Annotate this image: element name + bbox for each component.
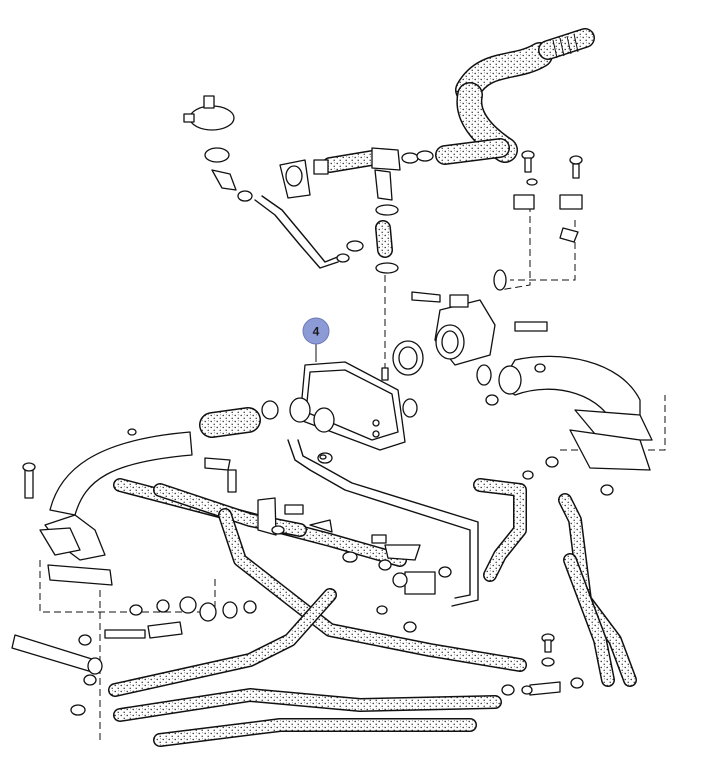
- switch-and-bolts: [513, 150, 583, 243]
- thin-hoses: [254, 195, 479, 607]
- fuel-rail: [11, 621, 183, 716]
- lower-hose-c: [218, 508, 527, 672]
- lower-hose-d: [108, 588, 337, 697]
- callout-marker: [302, 317, 330, 345]
- throttle-body: [392, 269, 548, 386]
- right-clamps: [376, 394, 614, 696]
- rings-and-washers: [129, 596, 257, 622]
- lower-hose-b: [153, 483, 307, 537]
- left-manifold: [22, 428, 193, 586]
- vacuum-unit: [183, 95, 253, 202]
- control-unit-housing: [261, 361, 418, 464]
- callout-4[interactable]: 4: [302, 317, 330, 362]
- assembly-leader-lines: [39, 205, 666, 740]
- brackets-and-fittings: [204, 457, 452, 595]
- lower-hose-e: [113, 688, 502, 722]
- lower-hose-f: [153, 718, 477, 747]
- short-connector-hose: [375, 220, 393, 258]
- callout-number: 4: [313, 325, 320, 339]
- right-hose-c: [563, 553, 615, 687]
- coolant-hoses: [108, 28, 637, 747]
- upper-air-hose: [435, 138, 510, 165]
- idle-control-part: [279, 147, 434, 274]
- intake-boot: [455, 42, 553, 163]
- right-hose-a: [473, 478, 527, 582]
- right-manifold: [498, 355, 653, 471]
- idle-valve-hose: [322, 150, 380, 173]
- corrugated-bellows: [538, 28, 595, 60]
- boot-sleeve: [199, 407, 261, 438]
